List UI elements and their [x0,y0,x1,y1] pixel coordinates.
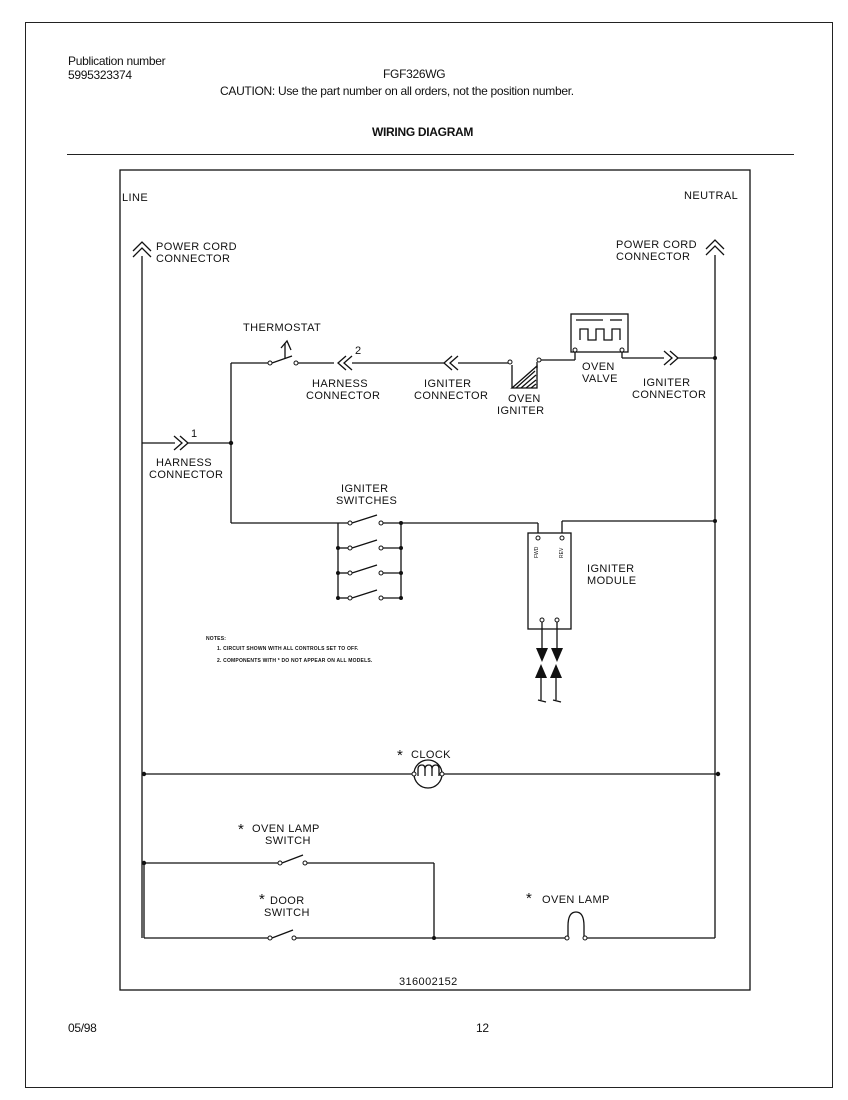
power-cord-left-line1: POWER CORD [156,241,237,253]
power-cord-left-line2: CONNECTOR [156,253,230,265]
oven-lamp-symbol [567,911,585,938]
igniter-connector-right-chevron-a [663,350,673,366]
power-cord-chevron-right-b [705,245,725,256]
oven-lamp-switch-line1: OVEN LAMP [252,823,320,835]
door-switch-blade [271,929,294,939]
oven-valve-symbol [570,313,629,353]
door-switch-optional-mark: * [259,891,265,908]
igniter-switches-line1: IGNITER [341,483,388,495]
harness-connector-left-line1: HARNESS [156,457,212,469]
thermostat-blade [271,355,293,364]
footer-date: 05/98 [68,1021,97,1035]
publication-number: 5995323374 [68,68,132,82]
header-rule [67,154,794,155]
drawing-number: 316002152 [399,976,458,988]
caution-text: CAUTION: Use the part number on all orde… [220,84,574,98]
oven-lamp-switch-optional-mark: * [238,821,244,838]
oven-valve-line2: VALVE [582,373,618,385]
harness-connector-1-chevron-a [173,435,183,451]
power-cord-right-line2: CONNECTOR [616,251,690,263]
model-number: FGF326WG [383,67,446,81]
power-cord-chevron-right-a [705,239,725,250]
harness-connector-left-line2: CONNECTOR [149,469,223,481]
oven-lamp-label: OVEN LAMP [542,894,610,906]
oven-igniter-line1: OVEN [508,393,541,405]
harness-connector-2-number: 2 [355,345,362,357]
module-pin-left-label: FWD [534,546,540,558]
clock-label: CLOCK [411,749,451,761]
igniter-module-line1: IGNITER [587,563,634,575]
igniter-connector-right-line1: IGNITER [643,377,690,389]
igniter-connector-mid-chevron-b [449,355,459,371]
harness-connector-top-line1: HARNESS [312,378,368,390]
thermostat-symbol [280,339,292,351]
igniter-switch-4 [351,589,378,599]
diagram-border [119,169,751,991]
harness-connector-2-chevron-b [343,355,353,371]
neutral-label: NEUTRAL [684,190,738,202]
harness-connector-1-number: 1 [191,428,198,440]
oven-igniter-symbol [510,364,538,389]
igniter-connector-mid-chevron-a [443,355,453,371]
oven-igniter-line2: IGNITER [497,405,544,417]
oven-lamp-switch-blade [281,854,304,864]
page-frame [25,22,833,1088]
publication-label: Publication number [68,54,166,68]
oven-valve-line1: OVEN [582,361,615,373]
page-number: 12 [476,1021,489,1035]
igniter-switch-2 [351,539,378,549]
igniter-connector-mid-line2: CONNECTOR [414,390,488,402]
module-pin-right-label: REV [559,547,565,558]
igniter-connector-right-line2: CONNECTOR [632,389,706,401]
harness-connector-2-chevron-a [337,355,347,371]
door-switch-line2: SWITCH [264,907,310,919]
igniter-switch-3 [351,564,378,574]
power-cord-chevron-left-b [132,247,152,258]
note-2: 2. COMPONENTS WITH * DO NOT APPEAR ON AL… [217,658,373,664]
power-cord-chevron-left-a [132,241,152,252]
oven-lamp-optional-mark: * [526,890,532,907]
door-switch-line1: DOOR [270,895,305,907]
line-label: LINE [122,192,148,204]
clock-optional-mark: * [397,747,403,764]
igniter-module-box [527,532,572,630]
page-title: WIRING DIAGRAM [372,125,474,139]
igniter-switches-line2: SWITCHES [336,495,397,507]
note-1: 1. CIRCUIT SHOWN WITH ALL CONTROLS SET T… [217,646,359,652]
igniter-module-line2: MODULE [587,575,636,587]
oven-lamp-switch-line2: SWITCH [265,835,311,847]
power-cord-right-line1: POWER CORD [616,239,697,251]
thermostat-label: THERMOSTAT [243,322,321,334]
igniter-switch-1 [351,514,378,524]
harness-connector-top-line2: CONNECTOR [306,390,380,402]
igniter-connector-mid-line1: IGNITER [424,378,471,390]
notes-heading: NOTES: [206,636,226,642]
